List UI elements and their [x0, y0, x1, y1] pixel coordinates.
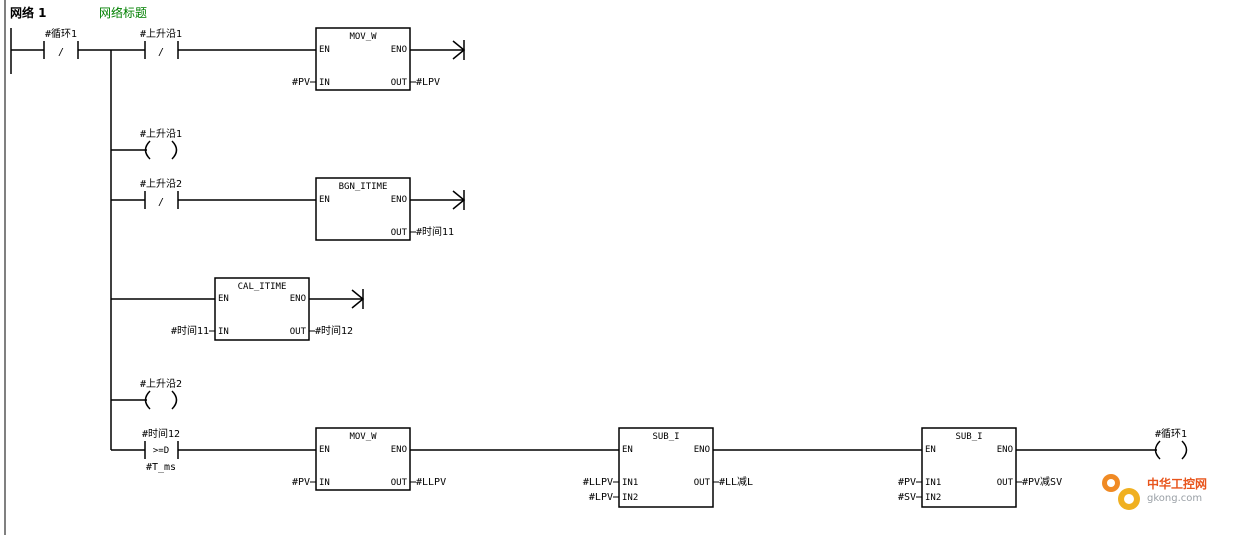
block-title: BGN_ITIME: [339, 182, 388, 192]
sub-i-block-2[interactable]: SUB_I EN ENO IN1 IN2 OUT #PV #SV #PV减SV: [898, 427, 1062, 508]
pin-eno: ENO: [391, 445, 407, 455]
pin-eno: ENO: [391, 195, 407, 205]
contact-operand: #时间12: [142, 427, 180, 440]
input-operand: #时间11: [171, 324, 209, 337]
pin-eno: ENO: [391, 45, 407, 55]
network-title[interactable]: 网络标题: [99, 6, 148, 20]
contact-operand: #上升沿1: [140, 28, 182, 40]
bgn-itime-block[interactable]: BGN_ITIME EN ENO OUT #时间11: [315, 177, 454, 241]
pin-en: EN: [319, 45, 330, 55]
contact-operand: #循环1: [45, 27, 77, 40]
pin-eno: ENO: [290, 294, 306, 304]
coil-rising-edge1[interactable]: #上升沿1: [140, 128, 182, 160]
input1-operand: #PV: [898, 477, 916, 488]
coil-rising-edge2[interactable]: #上升沿2: [140, 378, 182, 410]
output-operand: #LLPV: [416, 477, 446, 488]
contact-symbol: /: [58, 47, 64, 58]
mov-w-block-2[interactable]: MOV_W EN ENO IN OUT #PV #LLPV: [292, 427, 446, 491]
output-operand: #LPV: [416, 77, 440, 88]
block-title: SUB_I: [955, 432, 982, 442]
contact-symbol: /: [158, 47, 164, 58]
block-title: CAL_ITIME: [238, 282, 287, 292]
contact-symbol: /: [158, 197, 164, 208]
pin-en: EN: [218, 294, 229, 304]
coil-loop1[interactable]: #循环1: [1154, 427, 1188, 460]
contact-rising-edge2[interactable]: / #上升沿2: [140, 178, 182, 209]
pin-out: OUT: [290, 327, 307, 337]
compare-contact-time12[interactable]: >=D #时间12 #T_ms: [142, 427, 180, 473]
pin-en: EN: [319, 445, 330, 455]
coil-operand: #上升沿2: [140, 378, 182, 390]
watermark-text: 中华工控网: [1147, 477, 1208, 491]
pin-out: OUT: [694, 478, 711, 488]
pin-en: EN: [622, 445, 633, 455]
contact-operand: #上升沿2: [140, 178, 182, 190]
pin-in2: IN2: [925, 493, 941, 503]
pin-out: OUT: [391, 78, 408, 88]
contact-loop1[interactable]: / #循环1: [43, 27, 79, 59]
watermark-url: gkong.com: [1147, 493, 1203, 504]
pin-in: IN: [319, 478, 330, 488]
block-title: SUB_I: [652, 432, 679, 442]
cal-itime-block[interactable]: CAL_ITIME EN ENO IN OUT #时间11 #时间12: [171, 277, 353, 341]
pin-in1: IN1: [925, 478, 941, 488]
input-operand: #PV: [292, 477, 310, 488]
pin-in1: IN1: [622, 478, 638, 488]
output-operand: #PV减SV: [1022, 476, 1062, 488]
input1-operand: #LLPV: [583, 477, 613, 488]
gear-icon: [1102, 474, 1140, 510]
pin-in: IN: [218, 327, 229, 337]
coil-operand: #上升沿1: [140, 128, 182, 140]
block-title: MOV_W: [349, 32, 377, 42]
mov-w-block-1[interactable]: MOV_W EN ENO IN OUT #PV #LPV: [292, 27, 440, 91]
output-operand: #时间12: [315, 324, 353, 337]
input-operand: #PV: [292, 77, 310, 88]
pin-out: OUT: [391, 478, 408, 488]
pin-en: EN: [925, 445, 936, 455]
input2-operand: #LPV: [589, 492, 613, 503]
pin-in2: IN2: [622, 493, 638, 503]
pin-eno: ENO: [997, 445, 1013, 455]
pin-out: OUT: [391, 228, 408, 238]
compare-operand2: #T_ms: [146, 462, 176, 473]
gkong-watermark: 中华工控网 gkong.com: [1095, 469, 1225, 517]
pin-in: IN: [319, 78, 330, 88]
pin-en: EN: [319, 195, 330, 205]
network-label: 网络 1: [10, 6, 47, 20]
pin-eno: ENO: [694, 445, 710, 455]
sub-i-block-1[interactable]: SUB_I EN ENO IN1 IN2 OUT #LLPV #LPV #LL减…: [583, 427, 753, 508]
coil-operand: #循环1: [1155, 427, 1187, 440]
compare-symbol: >=D: [153, 446, 169, 456]
input2-operand: #SV: [898, 492, 916, 503]
block-title: MOV_W: [349, 432, 377, 442]
contact-rising-edge1[interactable]: / #上升沿1: [140, 28, 182, 59]
output-operand: #时间11: [416, 225, 454, 238]
pin-out: OUT: [997, 478, 1014, 488]
output-operand: #LL减L: [719, 476, 753, 488]
